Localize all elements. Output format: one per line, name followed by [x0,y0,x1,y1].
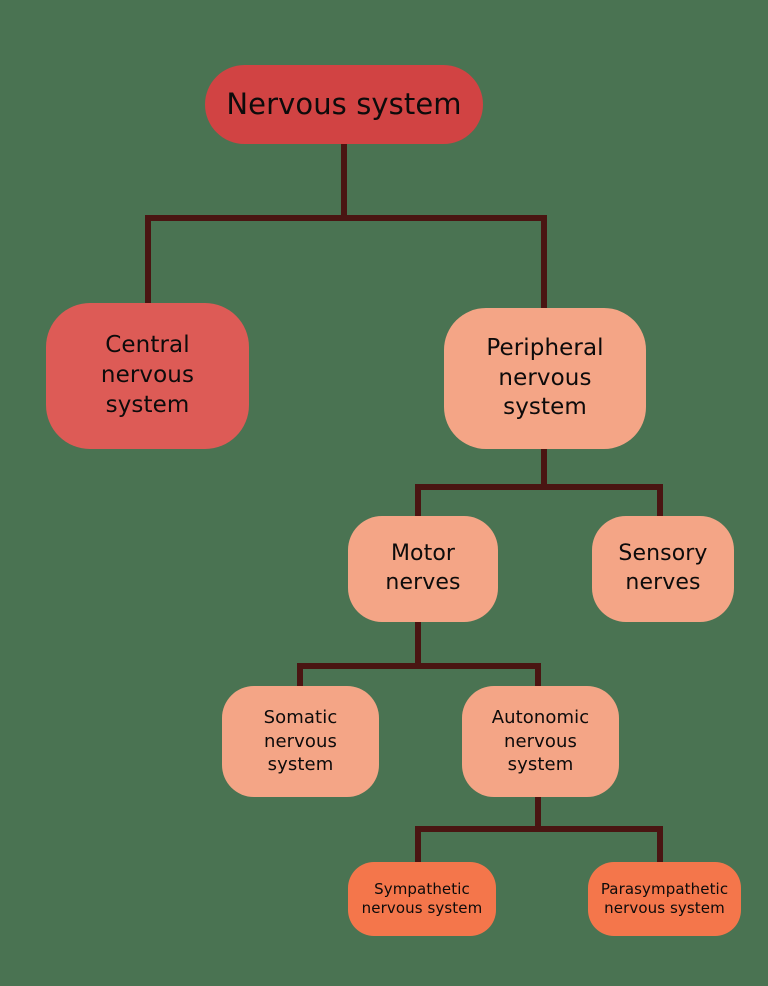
connector-peripheral-crossbar [415,484,663,490]
node-peripheral-nervous-system[interactable]: Peripheral nervous system [444,308,646,449]
node-motor-nerves-label: Motor nerves [385,541,461,595]
node-sensory-nerves[interactable]: Sensory nerves [592,516,734,622]
node-sensory-nerves-label: Sensory nerves [618,541,708,595]
connector-autonomic-crossbar [415,826,663,832]
node-central-nervous-system-label: Central nervous system [100,332,195,418]
node-sympathetic-nervous-system-label: Sympathetic nervous system [361,879,483,918]
connector-to-central [145,215,151,305]
connector-to-motor [415,484,421,518]
connector-to-autonomic [535,663,541,689]
connector-to-somatic [297,663,303,689]
node-parasympathetic-nervous-system-label: Parasympathetic nervous system [600,879,729,918]
connector-peripheral-stem [541,448,547,488]
connector-to-parasympathetic [657,826,663,866]
node-somatic-nervous-system[interactable]: Somatic nervous system [222,686,379,797]
node-peripheral-nervous-system-label: Peripheral nervous system [486,334,604,421]
connector-motor-crossbar [297,663,541,669]
node-autonomic-nervous-system[interactable]: Autonomic nervous system [462,686,619,797]
connector-root-stem [341,143,347,221]
connector-to-peripheral [541,215,547,310]
node-sympathetic-nervous-system[interactable]: Sympathetic nervous system [348,862,496,936]
node-nervous-system[interactable]: Nervous system [205,65,483,144]
node-nervous-system-label: Nervous system [226,86,462,121]
connector-to-sensory [657,484,663,518]
connector-motor-stem [415,621,421,667]
node-autonomic-nervous-system-label: Autonomic nervous system [491,707,590,776]
connector-autonomic-stem [535,796,541,830]
connector-root-crossbar [145,215,547,221]
node-parasympathetic-nervous-system[interactable]: Parasympathetic nervous system [588,862,741,936]
node-motor-nerves[interactable]: Motor nerves [348,516,498,622]
node-somatic-nervous-system-label: Somatic nervous system [263,707,338,776]
connector-to-sympathetic [415,826,421,866]
node-central-nervous-system[interactable]: Central nervous system [46,303,249,449]
